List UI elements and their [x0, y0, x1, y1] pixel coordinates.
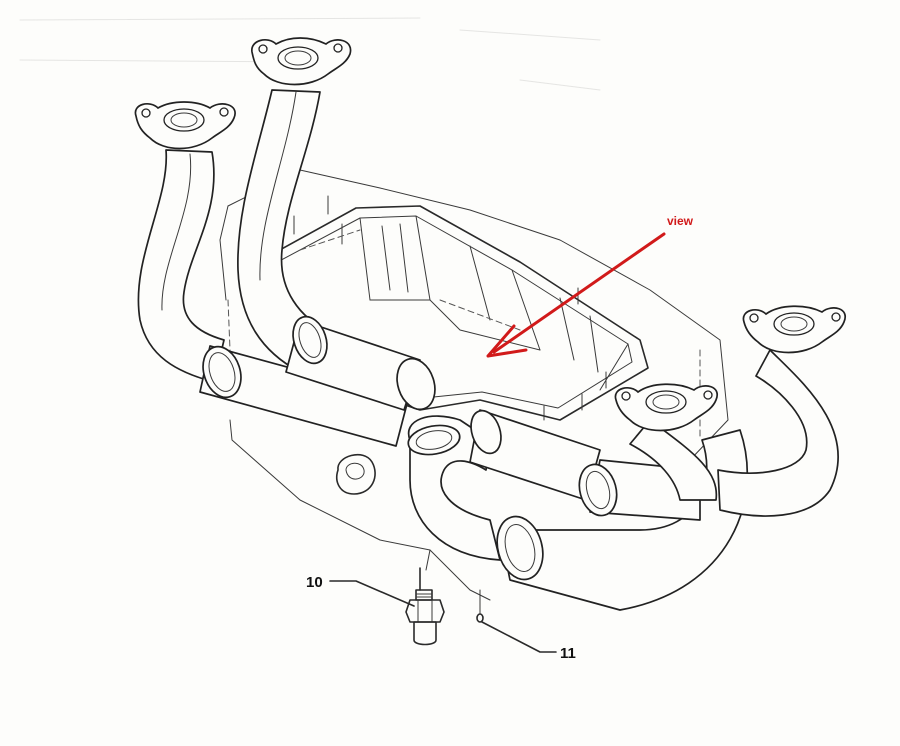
flange-left-front [134, 101, 236, 150]
left-collector-pipe [199, 315, 436, 447]
right-rear-header-pipe [717, 349, 839, 517]
header-flanges [134, 37, 847, 432]
flange-left-rear [251, 37, 352, 86]
flange-right-rear [742, 305, 847, 354]
view-label: view [667, 214, 694, 228]
callout-leaders [329, 580, 557, 653]
callout-10: 10 [306, 574, 323, 591]
stud-part-11 [476, 589, 484, 623]
center-collector [407, 409, 601, 561]
drain-plug-part-10 [405, 567, 445, 646]
callout-11: 11 [560, 645, 576, 662]
flange-right-front [614, 383, 719, 432]
right-front-header-pipe [629, 419, 718, 501]
view-arrow [486, 232, 666, 358]
scan-artifacts [19, 17, 601, 91]
